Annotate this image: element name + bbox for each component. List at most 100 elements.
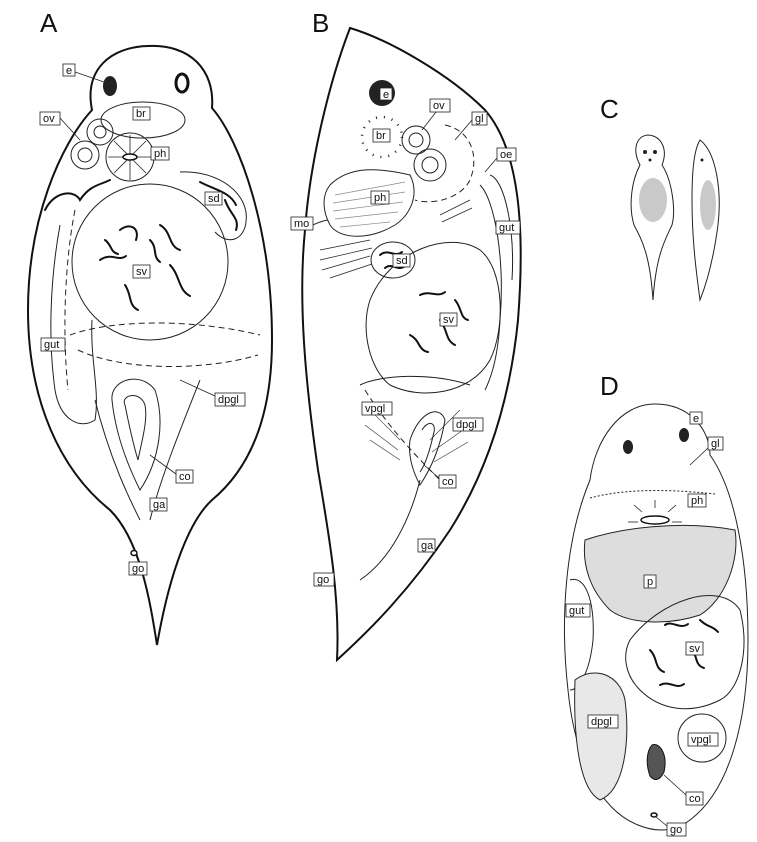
svg-text:gut: gut — [44, 339, 59, 351]
panel-a-label-ga: ga — [150, 498, 167, 511]
panel-b-label-go: go — [314, 573, 334, 586]
panel-a-label-e: e — [63, 64, 104, 82]
panel-a-eye-right — [176, 74, 188, 92]
svg-text:ph: ph — [154, 148, 166, 160]
panel-a-label-go: go — [129, 562, 147, 575]
panel-d-label-gl: gl — [690, 437, 723, 465]
panel-a-label-dpgl: dpgl — [180, 380, 245, 406]
panel-c-letter: C — [600, 94, 619, 124]
panel-a-label-sv: sv — [133, 265, 150, 278]
panel-d-copulatory-organ — [647, 745, 665, 780]
panel-b-label-br: br — [373, 129, 390, 142]
panel-b-body-outline — [302, 28, 520, 660]
svg-text:sv: sv — [689, 643, 701, 655]
panel-b-copulatory-organ — [409, 412, 445, 485]
panel-d-label-sv: sv — [686, 642, 703, 655]
panel-d-label-e: e — [690, 412, 702, 425]
panel-b-label-sd: sd — [393, 254, 410, 267]
panel-a-gut — [51, 225, 97, 424]
svg-text:co: co — [442, 476, 454, 488]
panel-c: C — [600, 94, 719, 300]
svg-text:oe: oe — [500, 149, 512, 161]
panel-a-ovary-upper — [87, 119, 113, 145]
svg-text:gut: gut — [569, 605, 584, 617]
svg-text:co: co — [179, 471, 191, 483]
svg-text:p: p — [647, 576, 653, 588]
svg-text:sd: sd — [208, 193, 220, 205]
svg-text:vpgl: vpgl — [691, 734, 711, 746]
panel-b-seminal-vesicle — [366, 242, 500, 393]
svg-text:e: e — [383, 89, 389, 101]
panel-b: B — [302, 8, 520, 660]
panel-b-letter: B — [312, 8, 329, 38]
panel-b-label-e: e — [380, 88, 392, 101]
svg-text:e: e — [693, 413, 699, 425]
panel-d-eye-left — [623, 440, 633, 454]
svg-text:dpgl: dpgl — [591, 716, 612, 728]
svg-text:sv: sv — [443, 314, 455, 326]
panel-b-label-vpgl: vpgl — [362, 402, 392, 415]
panel-a: A — [28, 8, 272, 645]
panel-d-label-gut: gut — [566, 604, 590, 617]
panel-d-label-go: go — [656, 817, 686, 836]
svg-text:br: br — [376, 130, 386, 142]
panel-a-label-ph: ph — [151, 147, 169, 160]
svg-text:ov: ov — [43, 113, 55, 125]
panel-a-seminal-vesicle — [72, 184, 228, 340]
panel-a-letter: A — [40, 8, 58, 38]
panel-a-label-ov: ov — [40, 112, 80, 140]
svg-text:go: go — [132, 563, 144, 575]
svg-text:dpgl: dpgl — [218, 394, 239, 406]
svg-text:gl: gl — [711, 438, 720, 450]
svg-text:vpgl: vpgl — [365, 403, 385, 415]
panel-d-eye-right — [679, 428, 689, 442]
panel-d-gonopore — [651, 813, 657, 817]
panel-a-pharynx — [106, 133, 154, 181]
panel-b-ovary-lower — [414, 149, 446, 181]
svg-text:ph: ph — [374, 192, 386, 204]
svg-text:sv: sv — [136, 266, 148, 278]
panel-b-label-gut: gut — [496, 221, 520, 234]
panel-a-ovary-lower — [71, 141, 99, 169]
panel-a-label-gut: gut — [41, 338, 65, 351]
svg-text:gut: gut — [499, 222, 514, 234]
svg-text:gl: gl — [475, 113, 484, 125]
panel-b-label-mo: mo — [291, 217, 313, 230]
panel-a-label-sd: sd — [205, 192, 222, 205]
panel-d-label-vpgl: vpgl — [688, 733, 718, 746]
svg-text:ov: ov — [433, 100, 445, 112]
svg-text:ph: ph — [691, 495, 703, 507]
svg-text:mo: mo — [294, 218, 309, 230]
svg-text:br: br — [136, 108, 146, 120]
panel-b-label-ph: ph — [371, 191, 389, 204]
svg-text:dpgl: dpgl — [456, 419, 477, 431]
panel-a-label-co: co — [150, 455, 193, 483]
svg-text:e: e — [66, 65, 72, 77]
panel-d-label-ph: ph — [688, 494, 706, 507]
panel-d-penis-bulb — [584, 525, 736, 621]
panel-d-dorsal-prostatic-gland — [575, 673, 627, 800]
svg-text:go: go — [670, 824, 682, 836]
svg-text:ga: ga — [421, 540, 434, 552]
svg-text:go: go — [317, 574, 329, 586]
panel-d-letter: D — [600, 371, 619, 401]
panel-b-sperm-cluster — [410, 292, 468, 352]
panel-b-label-sv: sv — [440, 313, 457, 326]
svg-text:ga: ga — [153, 499, 166, 511]
panel-a-sperm-duct-left — [45, 180, 110, 210]
panel-b-label-gl: gl — [455, 112, 487, 140]
panel-a-copulatory-organ — [95, 379, 200, 520]
panel-d-label-dpgl: dpgl — [588, 715, 618, 728]
panel-a-label-br: br — [133, 107, 150, 120]
panel-b-label-ga: ga — [418, 539, 435, 552]
panel-d-label-p: p — [644, 575, 656, 588]
panel-d-sperm-cluster — [650, 620, 718, 686]
panel-c-lateral-stipple — [700, 180, 716, 230]
panel-b-label-dpgl: dpgl — [453, 418, 483, 431]
panel-a-gonopore — [131, 551, 137, 556]
panel-c-dorsal-stipple — [639, 178, 667, 222]
svg-text:sd: sd — [396, 255, 408, 267]
panel-b-pharynx — [324, 170, 414, 237]
svg-text:co: co — [689, 793, 701, 805]
